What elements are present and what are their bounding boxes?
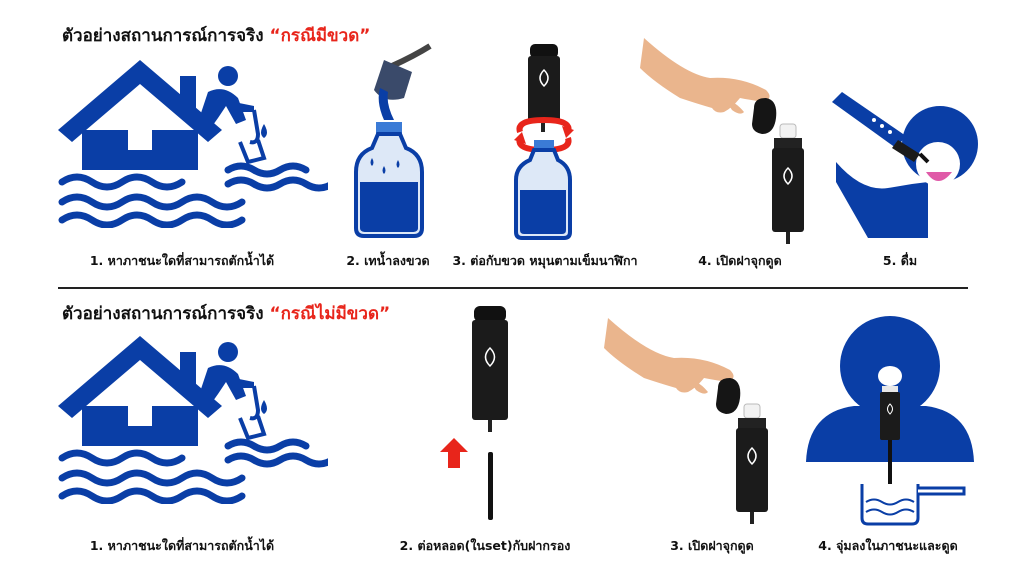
flood-waves (58, 438, 328, 504)
water-container-icon (860, 484, 966, 526)
water-bottle-icon (354, 122, 424, 238)
hand-icon (604, 318, 734, 394)
section1-step2-caption: 2. เทน้ำลงขวด (346, 253, 430, 268)
person-drinking-icon (836, 106, 978, 238)
person-scooping-icon (196, 342, 254, 408)
flooded-house-icon (58, 336, 222, 446)
flooded-house-scene-1 (58, 58, 328, 228)
water-drop-icon (261, 400, 267, 414)
dip-and-sip-scene (804, 312, 976, 530)
hand-icon (640, 38, 770, 114)
section2-heading: ตัวอย่างสถานการณ์การจริง “กรณีไม่มีขวด” (62, 300, 390, 327)
section-divider (58, 287, 968, 289)
open-cap-scene-2 (604, 318, 774, 528)
section1-heading-text: ตัวอย่างสถานการณ์การจริง (62, 26, 264, 46)
attach-filter-scene (508, 40, 578, 240)
attach-straw-scene (432, 300, 522, 525)
section1-step1-caption: 1. หาภาชนะใดที่สามารถตักน้ำได้ (89, 253, 275, 268)
section2-step1-caption: 1. หาภาชนะใดที่สามารถตักน้ำได้ (89, 538, 275, 553)
filter-cartridge-icon (892, 140, 930, 164)
scoop-icon (238, 385, 267, 441)
filter-cartridge-icon (880, 386, 900, 504)
pour-water-scene (354, 42, 434, 242)
water-bottle-icon (832, 92, 906, 148)
straw-icon (488, 452, 493, 520)
section2-step4-caption: 4. จุ่มลงในภาชนะและดูด (818, 538, 958, 553)
flooded-house-scene-2 (58, 334, 328, 504)
filter-cartridge-icon (528, 44, 560, 132)
filter-cartridge-icon (752, 98, 804, 244)
up-arrow-icon (440, 438, 468, 468)
section2-step2-caption: 2. ต่อหลอด(ในset)กับฝากรอง (399, 538, 571, 553)
drinking-scene (828, 92, 978, 240)
flood-waves (58, 162, 328, 228)
water-bottle-icon (514, 140, 572, 240)
flooded-house-icon (58, 60, 222, 170)
person-scooping-icon (196, 66, 254, 132)
section2-heading-highlight: “กรณีไม่มีขวด” (269, 304, 391, 324)
section1-step3-caption: 3. ต่อกับขวด หมุนตามเข็มนาฬิกา (452, 253, 638, 268)
section1-heading: ตัวอย่างสถานการณ์การจริง “กรณีมีขวด” (62, 22, 370, 49)
water-drop-icon (261, 124, 267, 138)
filter-cartridge-icon (716, 378, 768, 524)
section2-heading-text: ตัวอย่างสถานการณ์การจริง (62, 304, 264, 324)
section1-step4-caption: 4. เปิดฝาจุกดูด (698, 253, 782, 268)
open-cap-scene (640, 38, 810, 248)
section2-step3-caption: 3. เปิดฝาจุกดูด (670, 538, 754, 553)
section1-step5-caption: 5. ดื่ม (882, 253, 918, 268)
filter-cartridge-icon (472, 306, 508, 432)
scoop-icon (238, 109, 267, 165)
pouring-water (378, 88, 394, 120)
section1-heading-highlight: “กรณีมีขวด” (269, 26, 371, 46)
